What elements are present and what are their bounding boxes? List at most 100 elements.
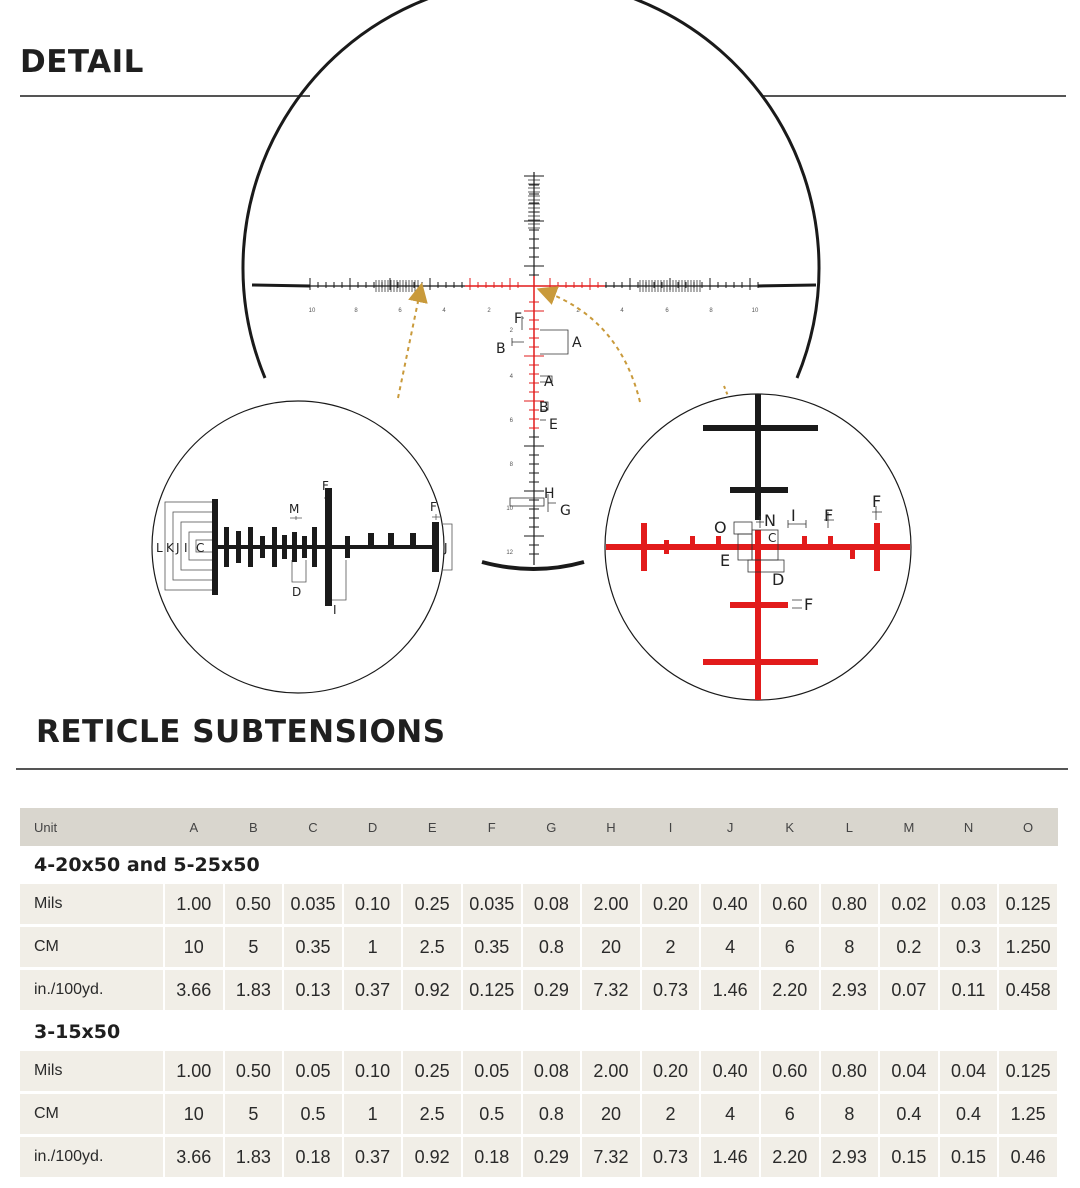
value-cell: 0.18 [461,1135,523,1180]
main-annotation-brackets [509,316,569,512]
value-cell: 0.92 [402,968,463,1013]
zoom-tick-bar [260,536,265,558]
column-header: G [521,808,582,846]
value-cell: 0.50 [223,884,285,927]
value-cell: 20 [581,1092,642,1137]
column-header: K [759,808,820,846]
value-cell: 0.4 [938,1092,1000,1137]
column-header: L [819,808,880,846]
value-cell: 0.4 [879,1092,940,1137]
value-cell: 8 [819,925,881,970]
reticle-diagram: 10 8 6 4 2 2 4 6 8 10 2 4 6 8 10 12 F A … [151,0,912,701]
h-tick-label: 6 [398,308,402,314]
subtensions-title: RETICLE SUBTENSIONS [36,714,446,750]
main-h-tick-labels: 10 8 6 4 2 2 4 6 8 10 [309,308,759,314]
value-cell: 0.29 [521,1135,583,1180]
value-cell: 0.125 [461,968,523,1013]
value-cell: 0.37 [342,1135,404,1180]
v-tick-label: 6 [510,418,514,424]
value-cell: 2 [640,925,702,970]
value-cell: 0.03 [938,884,1000,927]
column-header: O [998,808,1058,846]
value-cell: 1.00 [164,1051,225,1094]
label-C: C [196,541,204,555]
h-tick-label: 10 [309,308,316,314]
value-cell: 0.07 [879,968,940,1013]
unit-cell: CM [20,925,165,970]
zoom-tick-bar [345,536,350,558]
label-E: E [720,551,730,570]
zoom-tick-bar [410,533,416,547]
h-tick-label: 4 [442,308,446,314]
v-tick-label: 12 [506,550,513,556]
value-cell: 0.035 [283,884,344,927]
column-header: H [581,808,641,846]
value-cell: 0.60 [759,1051,821,1094]
subtensions-rule [16,768,1068,770]
column-header: I [640,808,701,846]
value-cell: 0.73 [640,1135,702,1180]
zoom-tick-bar [212,499,218,595]
label-A: A [572,335,582,351]
v-tick-label: 8 [510,462,514,468]
label-B: B [539,400,549,416]
zoom-tick-bar [248,527,253,567]
label-J: J [443,541,448,555]
label-O: O [714,518,727,537]
scope-circle-bottom-arc [481,560,585,571]
label-D: D [772,570,784,589]
value-cell: 0.25 [402,884,463,927]
value-cell: 10 [164,1092,225,1137]
zoom-tick-bar [282,535,287,559]
zoom-tick-bar [388,533,394,547]
value-cell: 0.35 [461,925,523,970]
value-cell: 20 [581,925,642,970]
value-cell: 2.20 [759,1135,821,1180]
value-cell: 7.32 [581,1135,642,1180]
value-cell: 0.125 [998,884,1059,927]
value-cell: 0.8 [521,925,583,970]
value-cell: 6 [759,1092,821,1137]
value-cell: 1 [342,925,404,970]
value-cell: 0.25 [402,1051,463,1094]
value-cell: 7.32 [581,968,642,1013]
value-cell: 1.46 [700,1135,761,1180]
value-cell: 0.11 [938,968,1000,1013]
value-cell: 0.15 [938,1135,1000,1180]
label-E: E [549,417,558,433]
left-zoom-detail: L K J I C M F F J D I [151,400,453,694]
value-cell: 0.125 [998,1051,1059,1094]
value-cell: 8 [819,1092,881,1137]
main-annotation-labels: F A B A B E H G [496,311,582,519]
value-cell: 4 [700,1092,761,1137]
value-cell: 5 [223,1092,285,1137]
column-header-unit: Unit [20,808,164,846]
value-cell: 2.00 [581,884,642,927]
zoom-tick-bar [325,488,332,606]
detail-rule-left [20,95,310,97]
value-cell: 0.2 [879,925,940,970]
unit-cell: in./100yd. [20,968,165,1013]
value-cell: 0.5 [283,1092,344,1137]
value-cell: 6 [759,925,821,970]
value-cell: 0.08 [521,884,583,927]
group-row: 4-20x50 and 5-25x50 [20,846,1058,884]
value-cell: 0.035 [461,884,523,927]
main-vertical-crosshair [524,172,544,565]
label-J: J [175,541,180,555]
value-cell: 0.08 [521,1051,583,1094]
value-cell: 1.83 [223,968,285,1013]
label-F: F [514,311,522,327]
value-cell: 2.5 [402,925,463,970]
label-G: G [560,503,571,519]
value-cell: 0.18 [283,1135,344,1180]
value-cell: 0.37 [342,968,404,1013]
label-I: I [791,506,796,525]
value-cell: 1.00 [164,884,225,927]
value-cell: 0.05 [461,1051,523,1094]
value-cell: 1.46 [700,968,761,1013]
zoom-tick-bar [224,527,229,567]
